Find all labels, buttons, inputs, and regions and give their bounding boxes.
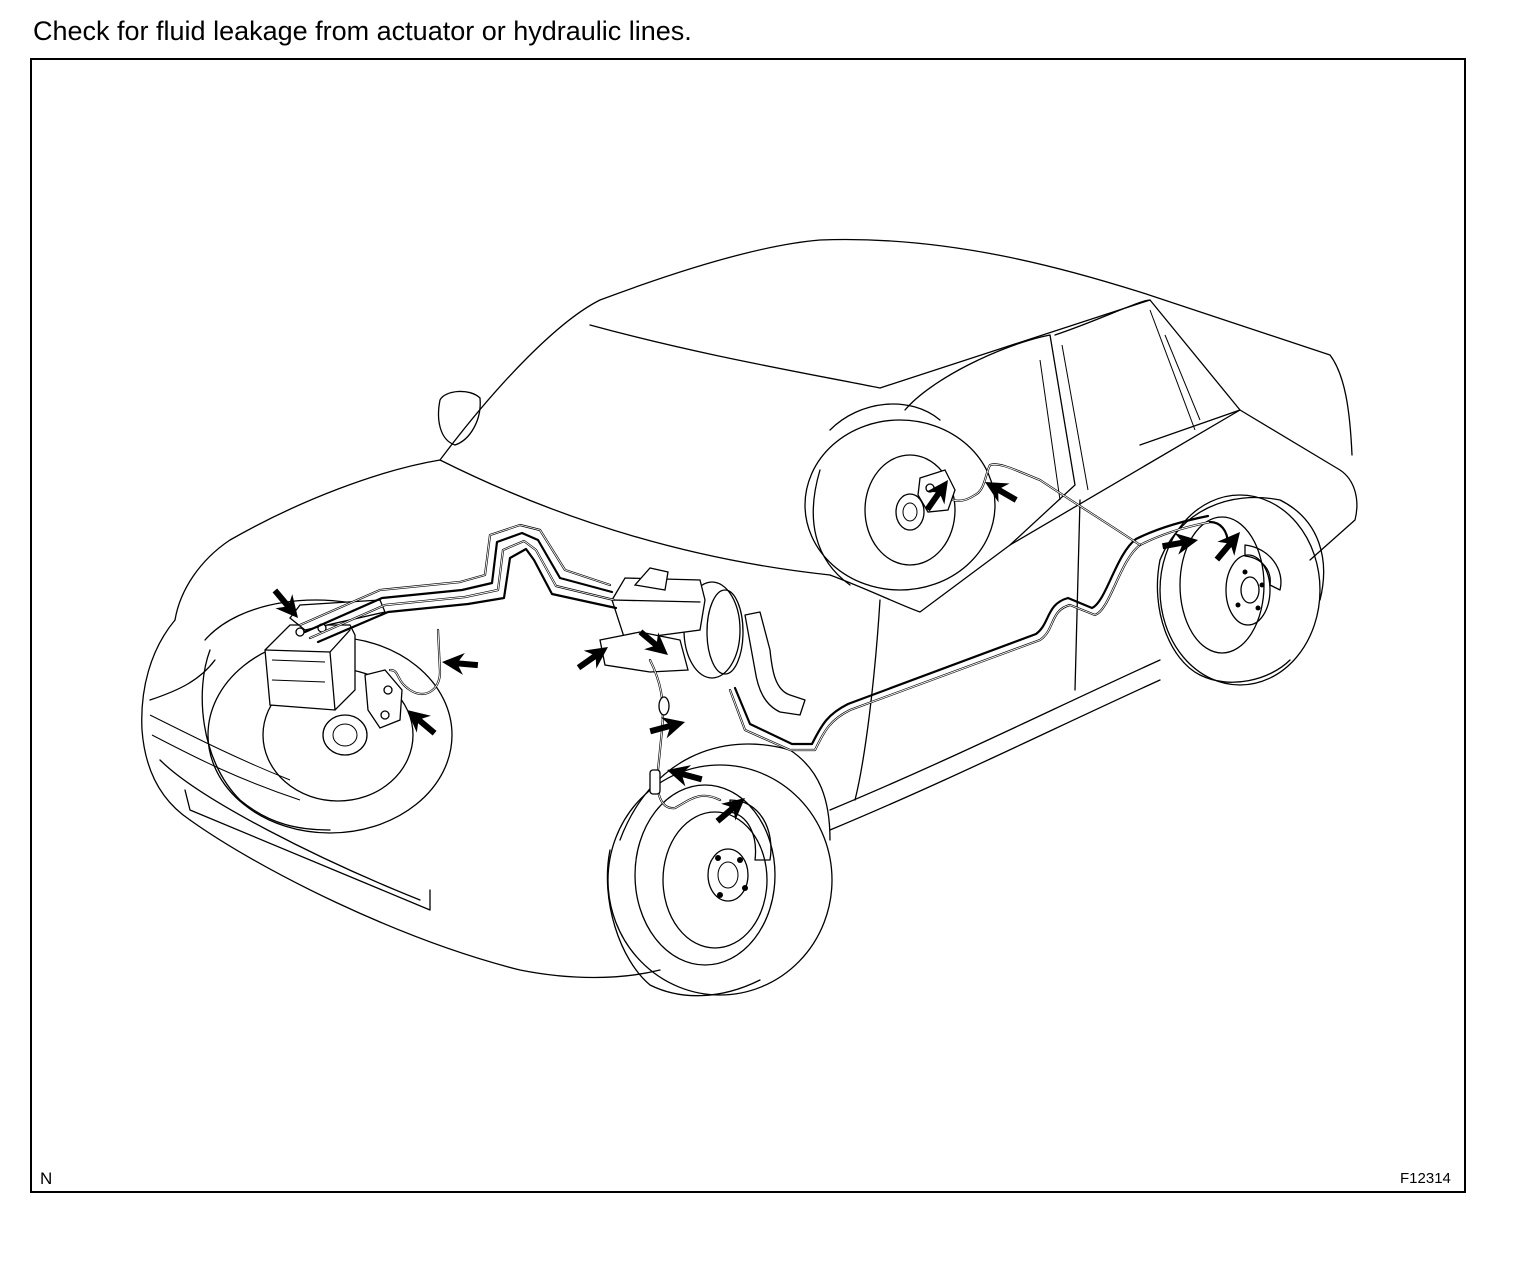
leak-check-arrow-icon — [647, 711, 688, 742]
leak-check-arrows — [266, 472, 1249, 830]
car-body-outline — [141, 238, 1358, 979]
page-title: Check for fluid leakage from actuator or… — [33, 16, 692, 46]
abs-actuator — [264, 599, 386, 711]
rear-left-wheel — [804, 419, 996, 591]
leak-check-arrow-icon — [441, 651, 479, 677]
leak-check-arrow-icon — [1208, 524, 1249, 567]
figure-number: F12314 — [1400, 1170, 1451, 1187]
rear-right-wheel — [1156, 494, 1321, 686]
hydraulic-lines — [298, 463, 1230, 810]
figure-corner-left-code: N — [40, 1169, 53, 1188]
front-right-wheel — [606, 764, 833, 997]
leak-check-arrow-icon — [710, 789, 753, 830]
master-cylinder-and-booster — [599, 567, 744, 679]
figure-frame — [30, 58, 1466, 1193]
